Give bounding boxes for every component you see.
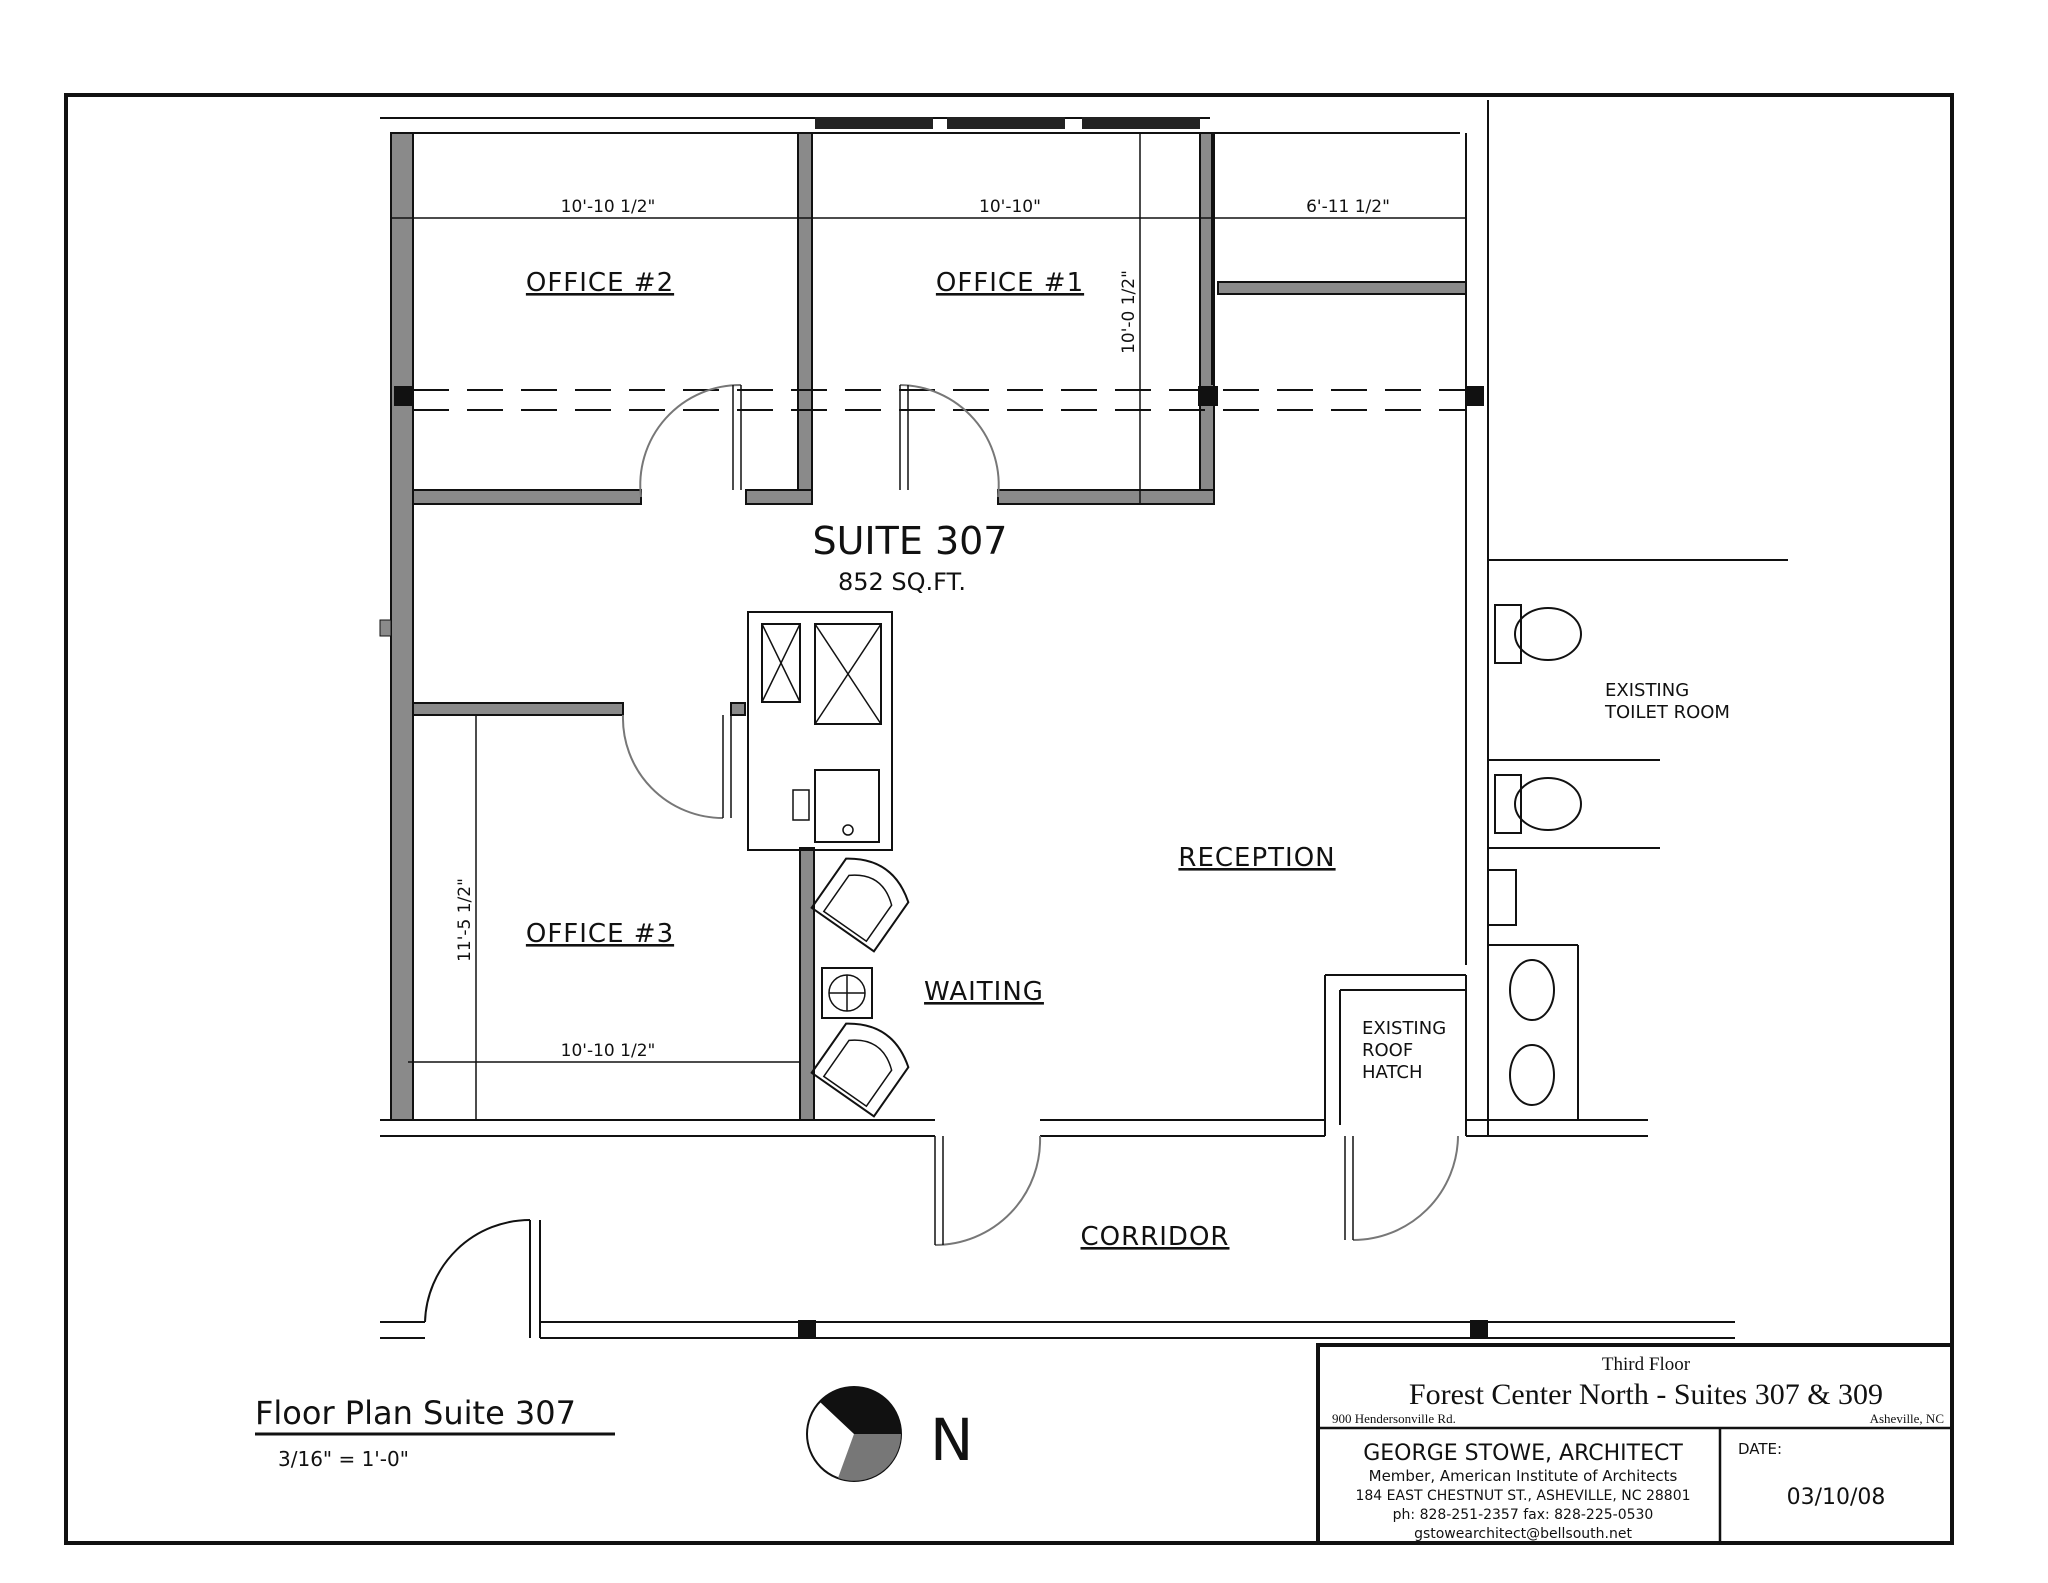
room-label-hatch-3: HATCH xyxy=(1362,1062,1423,1083)
title-project: Forest Center North - Suites 307 & 309 xyxy=(1409,1378,1883,1411)
lavatory-icon xyxy=(1509,959,1555,1106)
doors xyxy=(424,383,1459,1323)
room-label-hatch-1: EXISTING xyxy=(1362,1018,1446,1039)
dim-office-2-width: 10'-10 1/2" xyxy=(561,197,656,217)
dim-office-3-width: 10'-10 1/2" xyxy=(561,1041,656,1061)
dim-office-3-depth: 11'-5 1/2" xyxy=(455,878,475,962)
title-email: gstowearchitect@bellsouth.net xyxy=(1414,1526,1632,1542)
plan-title: Floor Plan Suite 307 xyxy=(255,1394,576,1432)
room-label-office-2: OFFICE #2 xyxy=(526,268,674,298)
walls xyxy=(379,100,1788,1339)
dim-office-1-width: 10'-10" xyxy=(979,197,1041,217)
toilet-icon xyxy=(1494,604,1582,664)
chair-icon xyxy=(810,857,910,953)
dim-closet-width: 6'-11 1/2" xyxy=(1306,197,1390,217)
room-label-office-1: OFFICE #1 xyxy=(936,268,1084,298)
plan-scale: 3/16" = 1'-0" xyxy=(278,1447,409,1471)
title-block xyxy=(1316,1343,1954,1545)
dim-office-1-depth: 10'-0 1/2" xyxy=(1119,270,1139,354)
sink-icon xyxy=(1487,869,1517,926)
room-label-corridor: CORRIDOR xyxy=(1081,1222,1230,1252)
room-label-office-3: OFFICE #3 xyxy=(526,919,674,949)
suite-area: 852 SQ.FT. xyxy=(838,568,966,596)
dimension-lines xyxy=(391,133,1466,1120)
fixtures xyxy=(747,604,1582,1118)
suite-name: SUITE 307 xyxy=(813,519,1008,563)
sheet-border xyxy=(64,93,1954,1545)
title-office-address: 184 EAST CHESTNUT ST., ASHEVILLE, NC 288… xyxy=(1355,1488,1690,1504)
title-date-value: 03/10/08 xyxy=(1787,1485,1886,1510)
title-phone: ph: 828-251-2357 fax: 828-225-0530 xyxy=(1393,1507,1654,1523)
room-label-reception: RECEPTION xyxy=(1178,843,1335,873)
title-membership: Member, American Institute of Architects xyxy=(1369,1467,1678,1485)
north-label: N xyxy=(930,1406,973,1474)
room-label-waiting: WAITING xyxy=(924,977,1044,1007)
chair-icon xyxy=(810,1022,910,1118)
title-floor: Third Floor xyxy=(1602,1354,1691,1375)
room-label-toilet-2: TOILET ROOM xyxy=(1604,702,1730,723)
title-date-label: DATE: xyxy=(1738,1440,1782,1458)
title-city: Asheville, NC xyxy=(1870,1411,1944,1426)
title-architect: GEORGE STOWE, ARCHITECT xyxy=(1363,1441,1683,1466)
room-label-toilet-1: EXISTING xyxy=(1605,680,1689,701)
room-label-hatch-2: ROOF xyxy=(1362,1040,1413,1061)
side-table-icon xyxy=(821,967,873,1019)
north-arrow-icon xyxy=(806,1386,902,1482)
toilet-icon xyxy=(1494,774,1582,834)
title-address: 900 Hendersonville Rd. xyxy=(1332,1411,1456,1426)
